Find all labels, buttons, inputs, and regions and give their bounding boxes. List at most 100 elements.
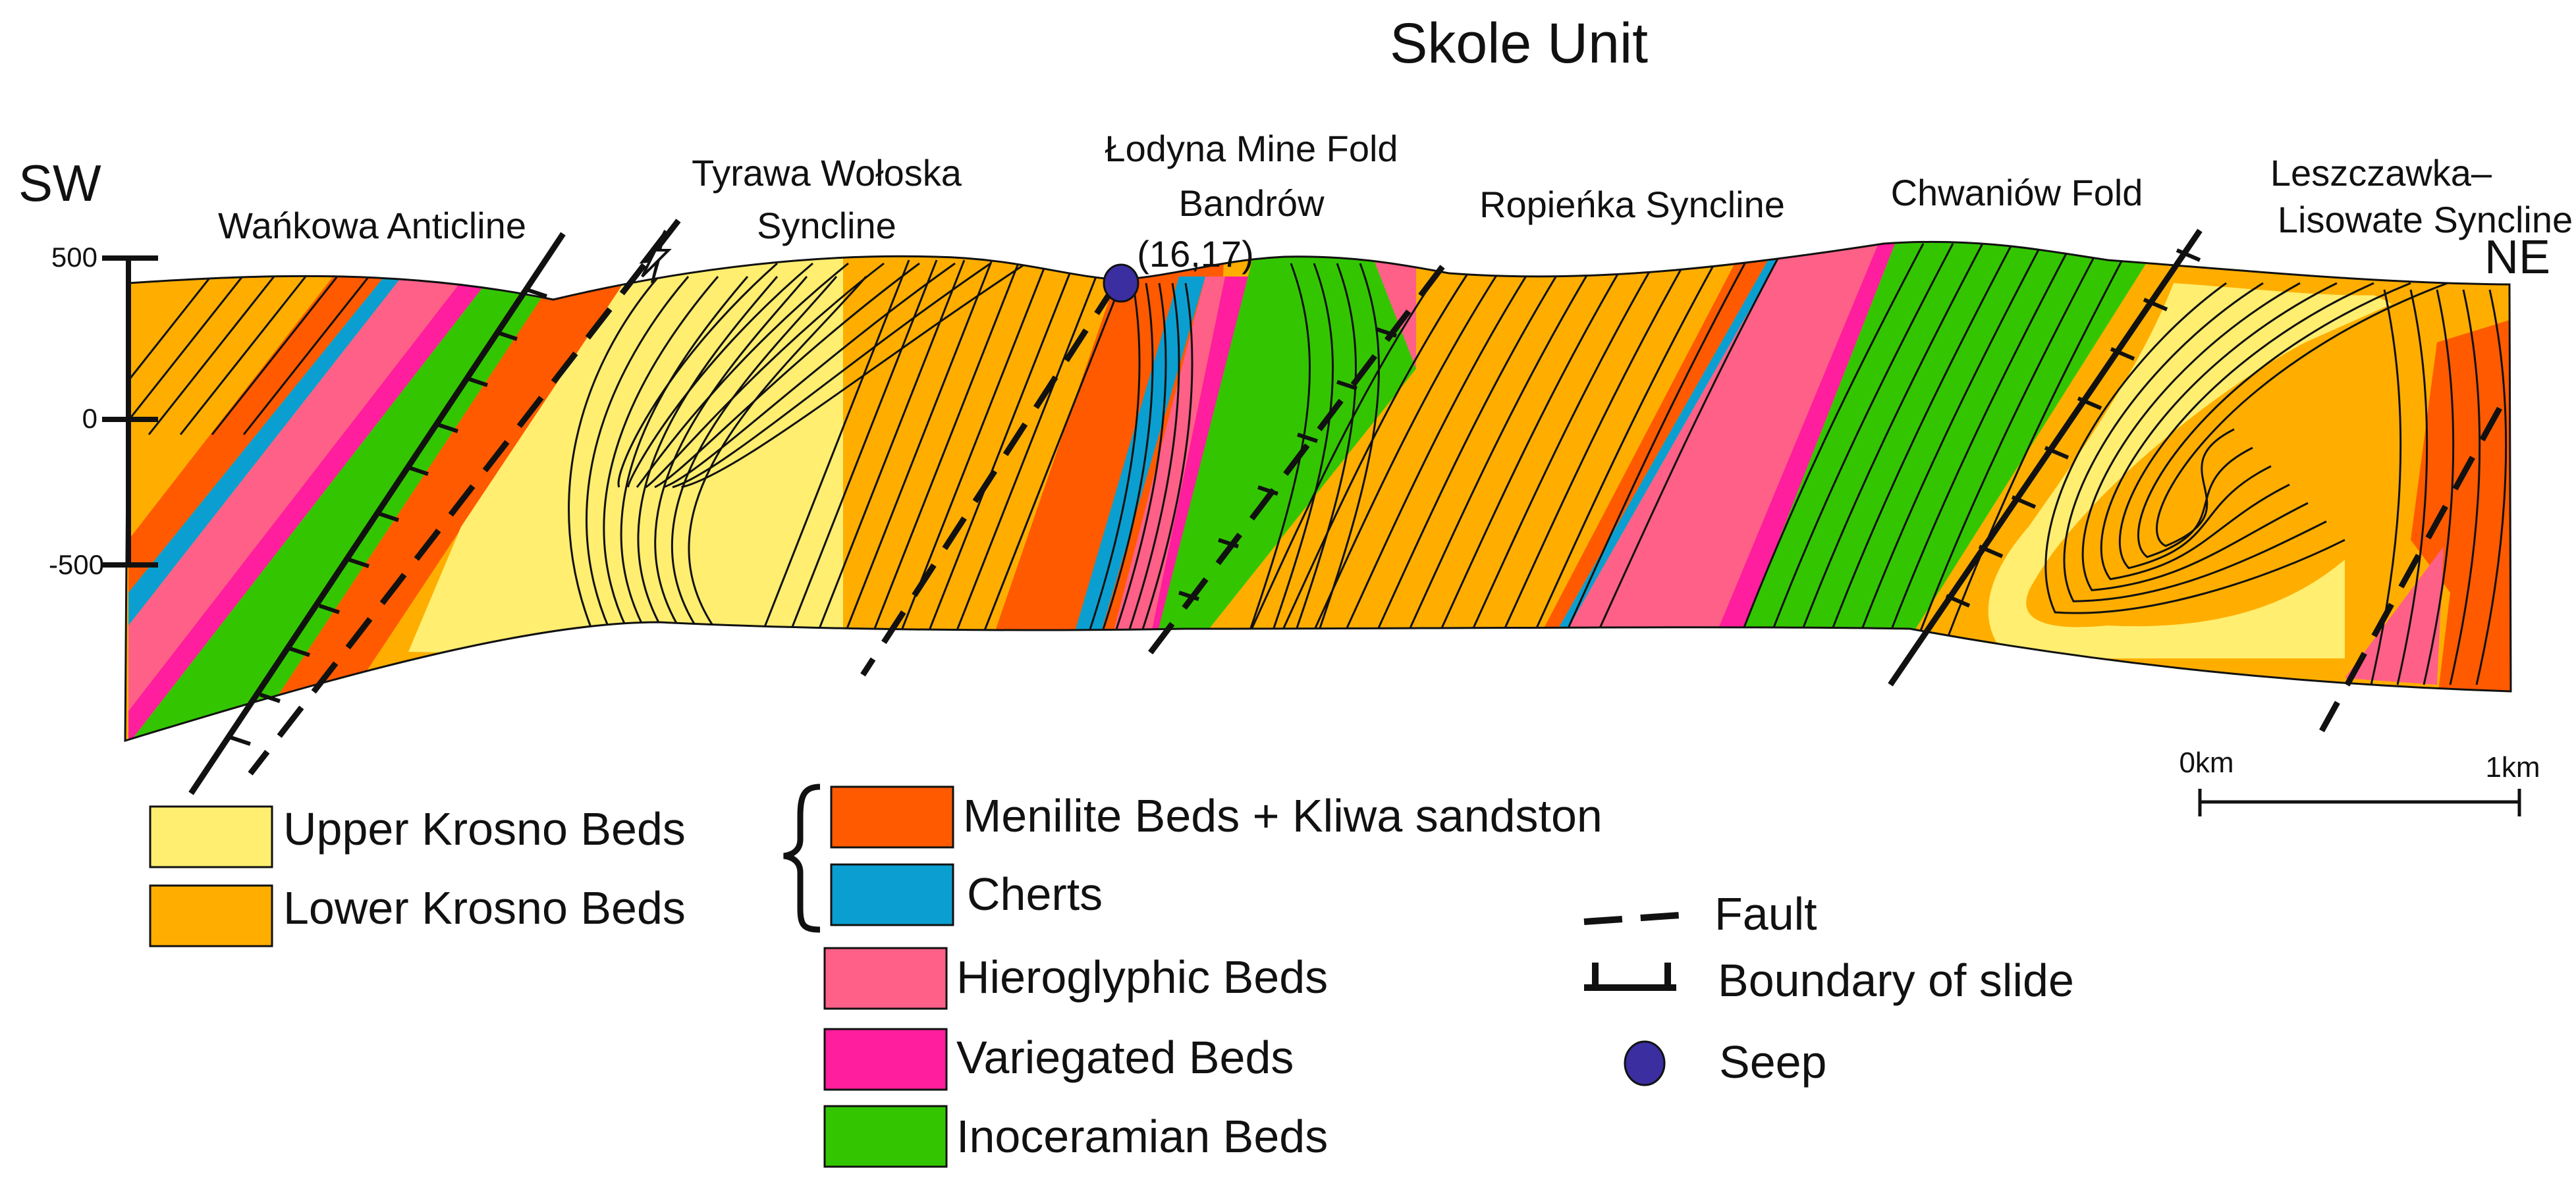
bedding-line — [1938, 243, 2132, 659]
bedding-line — [1820, 243, 2014, 659]
legend-swatch-inoceramian — [823, 1105, 948, 1168]
label-chwaniow-fold: Chwaniów Fold — [1891, 172, 2143, 213]
bedding-line — [1092, 282, 1154, 659]
elevation-tick-0: 0 — [82, 403, 97, 434]
bedding-line — [1395, 263, 1595, 659]
bedding-line — [585, 276, 690, 633]
bedding-line — [1790, 243, 1984, 659]
bedding-line — [1879, 243, 2073, 659]
bedding-line — [1521, 252, 1722, 659]
legend-seep-symbol — [1624, 1040, 1666, 1086]
bedding-line — [784, 259, 938, 646]
bedding-line — [1850, 243, 2043, 659]
bedding-line — [654, 276, 808, 633]
bedding-line — [867, 259, 1021, 646]
elevation-axis — [102, 255, 158, 568]
bedding-line — [1290, 263, 1357, 646]
bedding-line — [2475, 289, 2507, 685]
bedding-line — [1458, 257, 1658, 659]
bedding-line — [179, 276, 307, 435]
label-tyrawa-1: Tyrawa Wołoska — [692, 152, 962, 194]
legend-swatch-upper-krosno — [149, 805, 273, 868]
bedding-line — [620, 276, 749, 633]
bedding-line — [1105, 282, 1167, 659]
bedding-line — [1731, 243, 1925, 659]
seep-marker — [1103, 263, 1139, 303]
bedding-line — [1363, 265, 1564, 659]
bedding-line — [1332, 268, 1532, 659]
label-wankowa-anticline: Wańkowa Anticline — [218, 205, 526, 246]
fault-arrows — [639, 230, 672, 284]
scale-end-label: 1km — [2485, 751, 2540, 783]
label-ropienka-syncline: Ropieńka Syncline — [1479, 184, 1785, 225]
bedding-lines — [125, 243, 2507, 685]
bedding-line — [568, 276, 660, 633]
bedding-line — [2118, 282, 2374, 570]
orientation-sw: SW — [18, 154, 101, 212]
bedding-line — [1244, 263, 1311, 646]
bedding-line — [672, 262, 991, 489]
legend-label-fault: Fault — [1714, 888, 1817, 940]
legend: Upper Krosno Beds Lower Krosno Beds Meni… — [149, 783, 2074, 1168]
legend-label-lower-krosno: Lower Krosno Beds — [283, 882, 686, 934]
scale-start-label: 0km — [2179, 747, 2233, 779]
slide-ticks-chwaniow — [1945, 248, 2201, 608]
legend-label-variegated: Variegated Beds — [956, 1032, 1294, 1083]
bedding-line — [1269, 273, 1469, 659]
elevation-tick-minus-500: -500 — [49, 549, 104, 580]
bedding-line — [2137, 282, 2411, 558]
scale-bar — [2198, 789, 2521, 816]
legend-swatch-menilite — [830, 785, 954, 849]
bedding-line — [688, 276, 867, 633]
bedding-line — [811, 259, 966, 646]
legend-swatch-cherts — [830, 863, 954, 926]
bedding-line — [1300, 271, 1500, 659]
bedding-line — [663, 262, 956, 489]
legend-label-menilite: Menilite Beds + Kliwa sandston — [963, 790, 1603, 841]
bedding-line — [1313, 263, 1381, 646]
bedding-line — [637, 276, 779, 633]
bedding-line — [125, 276, 244, 435]
legend-swatch-lower-krosno — [149, 884, 273, 947]
bedding-line — [1132, 282, 1193, 659]
bedding-line — [922, 259, 1076, 646]
legend-label-slide: Boundary of slide — [1718, 955, 2074, 1006]
legend-label-upper-krosno: Upper Krosno Beds — [283, 803, 686, 855]
legend-label-hieroglyphic: Hieroglyphic Beds — [956, 951, 1328, 1003]
legend-swatch-variegated — [823, 1028, 948, 1091]
bedding-line — [839, 259, 993, 646]
bedding-line — [1585, 247, 1785, 659]
label-leszczawka-2: Lisowate Syncline — [2278, 199, 2573, 240]
bedding-line — [1237, 276, 1437, 659]
bedding-line — [617, 262, 778, 488]
bedding-line — [2423, 289, 2455, 685]
elevation-tick-500: 500 — [51, 242, 97, 273]
bedding-line — [681, 262, 1027, 489]
legend-fault-symbol — [1583, 912, 1680, 925]
bedding-line — [242, 276, 370, 435]
slide-ticks-ropienka — [1178, 327, 1397, 601]
bedding-line — [2100, 282, 2338, 581]
bedding-line — [2396, 289, 2428, 685]
bedding-line — [627, 262, 813, 488]
bedding-line — [645, 262, 885, 489]
legend-label-seep: Seep — [1719, 1036, 1826, 1088]
legend-label-cherts: Cherts — [967, 868, 1103, 920]
faults — [188, 219, 2502, 795]
bedding-line — [671, 276, 838, 633]
legend-swatch-hieroglyphic — [823, 947, 948, 1010]
bedding-line — [148, 276, 275, 435]
diagram-title: Skole Unit — [1390, 12, 1648, 75]
bedding-line — [756, 259, 910, 646]
bedding-line — [2044, 282, 2345, 614]
bedding-line — [1267, 263, 1334, 646]
bedding-line — [1427, 260, 1627, 659]
bedding-line — [636, 262, 849, 488]
bedding-line — [211, 276, 339, 435]
legend-label-inoceramian: Inoceramian Beds — [956, 1111, 1328, 1162]
bedding-line — [654, 262, 920, 489]
label-lodyna-1: Łodyna Mine Fold — [1105, 128, 1398, 169]
legend-slide-symbol — [1584, 963, 1676, 991]
label-tyrawa-2: Syncline — [757, 205, 896, 246]
bedding-line — [1490, 255, 1690, 659]
